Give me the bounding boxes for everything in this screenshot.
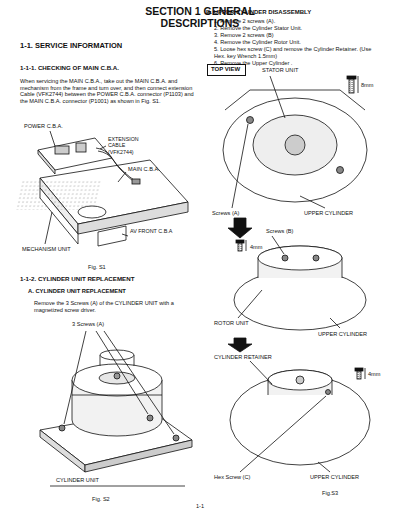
part-label: UPPER CYLINDER bbox=[310, 474, 385, 481]
figure-caption: Fig.S3 bbox=[322, 490, 362, 497]
part-label: MECHANISM UNIT bbox=[22, 246, 102, 253]
figure-caption: Fig. S2 bbox=[92, 496, 132, 503]
dimension-label: 4mm bbox=[250, 244, 274, 251]
part-label: POWER C.B.A. bbox=[24, 123, 94, 130]
figure-caption: Fig. S1 bbox=[88, 264, 128, 271]
view-label-box: TOP VIEW bbox=[207, 64, 246, 76]
part-label: STATOR UNIT bbox=[262, 67, 322, 74]
procedure-step: 5. Loose hex screw (C) and remove the Cy… bbox=[214, 46, 384, 59]
fig-s2-drawing bbox=[40, 331, 192, 486]
dimension-label: 8mm bbox=[361, 82, 385, 89]
part-label: ROTOR UNIT bbox=[214, 320, 274, 327]
procedure-step: 3. Remove 2 screws (B) bbox=[214, 32, 384, 39]
part-label: UPPER CYLINDER bbox=[304, 210, 379, 217]
part-label: CYLINDER UNIT bbox=[56, 477, 126, 484]
section-heading: A. CYLINDER UNIT REPLACEMENT bbox=[28, 288, 196, 295]
part-label: AV FRONT C.B.A bbox=[130, 228, 174, 234]
part-label: Screws (B) bbox=[266, 228, 316, 235]
part-label: MAIN C.B.A. bbox=[128, 166, 183, 173]
part-label: EXTENSION CABLE (VFK2744) bbox=[108, 136, 150, 155]
part-label: 3 Screws (A) bbox=[72, 321, 132, 328]
dimension-label: 4mm bbox=[368, 371, 392, 378]
section-heading: 1-1-2. CYLINDER UNIT REPLACEMENT bbox=[20, 275, 196, 282]
box-text: TOP VIEW bbox=[211, 66, 242, 73]
part-label: CYLINDER RETAINER bbox=[214, 354, 304, 361]
fig-s3-drawing bbox=[223, 76, 370, 472]
section-heading: 1-1-1. CHECKING OF MAIN C.B.A. bbox=[20, 64, 192, 71]
section-heading: B. UPPER CYLINDER DISASSEMBLY bbox=[206, 9, 384, 16]
part-label: UPPER CYLINDER bbox=[318, 331, 388, 338]
part-label: Screws (A) bbox=[212, 210, 262, 217]
body-paragraph: Remove the 3 Screws (A) of the CYLINDER … bbox=[34, 300, 194, 313]
procedure-step: 4. Remove the Cylinder Rotor Unit. bbox=[214, 39, 384, 46]
procedure-step: 1. Remove 2 screws (A). bbox=[214, 18, 384, 25]
part-label: Hex Screw (C) bbox=[214, 474, 274, 481]
fig-s1-drawing bbox=[15, 131, 188, 246]
section-heading: 1-1. SERVICE INFORMATION bbox=[20, 42, 192, 51]
procedure-step: 2. Remove the Cylinder Stator Unit. bbox=[214, 25, 384, 32]
page-number: 1-1 bbox=[185, 503, 215, 510]
body-paragraph: When servicing the MAIN C.B.A., take out… bbox=[20, 78, 194, 104]
